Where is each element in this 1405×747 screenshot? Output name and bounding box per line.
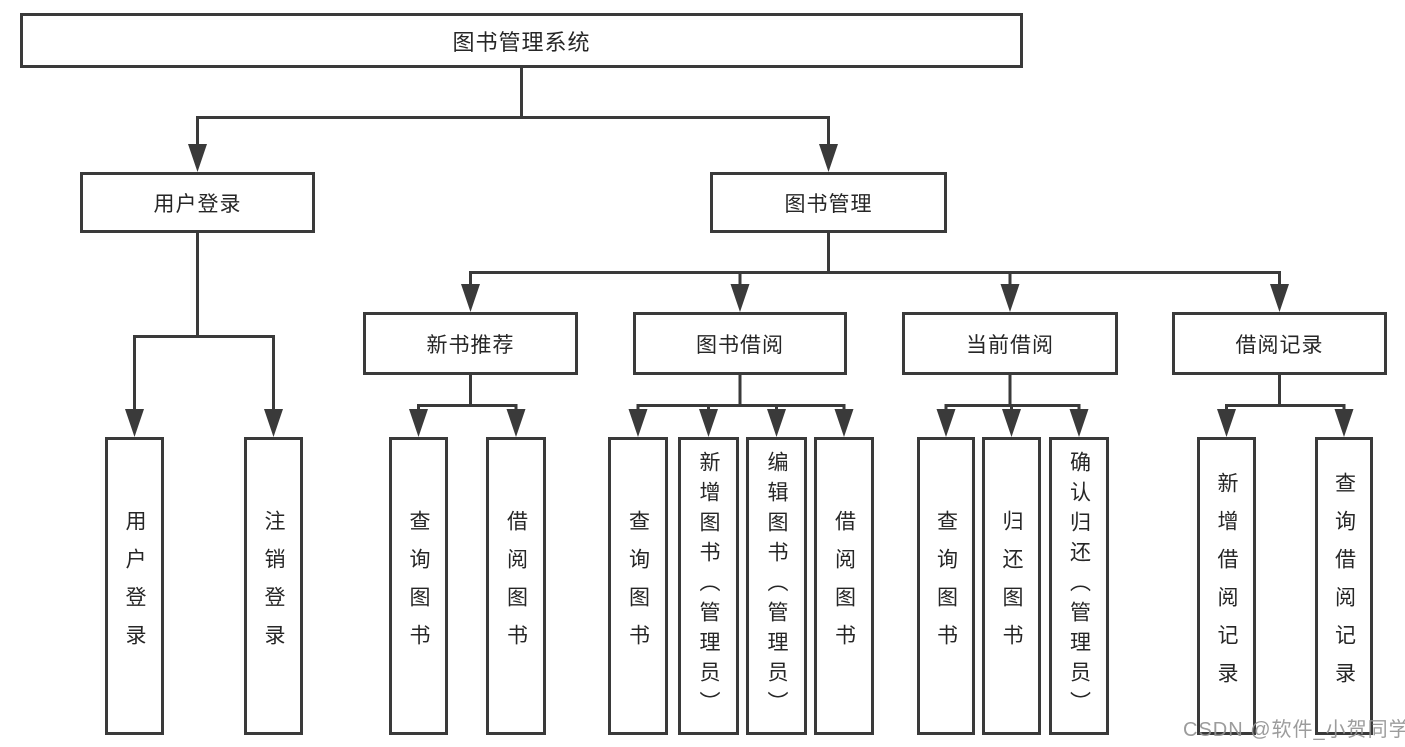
- leaf-edit-books-admin-label: 编辑图书（管理员）: [765, 451, 788, 721]
- node-book-management: 图书管理: [710, 172, 947, 233]
- connector-line: [469, 233, 1281, 286]
- leaf-query-books-label: 查询图书: [407, 510, 430, 662]
- leaf-borrow-books-label: 借阅图书: [504, 510, 528, 662]
- node-book-borrowing: 图书借阅: [633, 312, 847, 375]
- leaf-edit-books-admin: 编辑图书（管理员）: [746, 437, 807, 735]
- node-borrowing-records-label: 借阅记录: [1235, 333, 1324, 357]
- leaf-add-books-admin: 新增图书（管理员）: [678, 437, 739, 735]
- arrow-head: [409, 409, 526, 437]
- node-current-borrowing: 当前借阅: [902, 312, 1118, 375]
- leaf-confirm-return-admin: 确认归还（管理员）: [1049, 437, 1109, 735]
- node-new-book-recommendation: 新书推荐: [363, 312, 578, 375]
- leaf-return-books-label: 归还图书: [1000, 510, 1023, 662]
- arrow-head: [1217, 409, 1354, 437]
- node-book-management-label: 图书管理: [784, 192, 873, 216]
- leaf-query-borrow-record-label: 查询借阅记录: [1332, 472, 1356, 700]
- leaf-user-login-label: 用户登录: [123, 510, 146, 662]
- connector-line: [636, 375, 846, 411]
- leaf-query-books: 查询图书: [917, 437, 975, 735]
- connector-line: [133, 233, 275, 411]
- node-borrowing-records: 借阅记录: [1172, 312, 1387, 375]
- node-new-book-recommendation-label: 新书推荐: [426, 333, 515, 357]
- arrow-head: [628, 409, 854, 437]
- arrow-head: [461, 284, 1289, 312]
- leaf-borrow-books: 借阅图书: [486, 437, 546, 735]
- leaf-logout-label: 注销登录: [262, 510, 285, 662]
- leaf-add-borrow-record-label: 新增借阅记录: [1215, 472, 1238, 700]
- leaf-add-borrow-record: 新增借阅记录: [1197, 437, 1256, 735]
- leaf-query-books: 查询图书: [389, 437, 448, 735]
- connector-line: [196, 68, 830, 146]
- node-root: 图书管理系统: [20, 13, 1023, 68]
- leaf-logout: 注销登录: [244, 437, 303, 735]
- leaf-borrow-books-label: 借阅图书: [832, 510, 856, 662]
- connector-line: [944, 375, 1081, 411]
- arrow-head: [936, 409, 1089, 437]
- connector-line: [1225, 375, 1346, 411]
- leaf-query-books-label: 查询图书: [626, 510, 650, 662]
- leaf-return-books: 归还图书: [982, 437, 1041, 735]
- leaf-confirm-return-admin-label: 确认归还（管理员）: [1067, 451, 1091, 721]
- node-user-login: 用户登录: [80, 172, 315, 233]
- leaf-add-books-admin-label: 新增图书（管理员）: [697, 451, 720, 721]
- leaf-query-books: 查询图书: [608, 437, 668, 735]
- arrow-head: [188, 144, 838, 172]
- node-root-label: 图书管理系统: [452, 29, 591, 55]
- node-user-login-label: 用户登录: [153, 192, 242, 216]
- connector-line: [417, 375, 518, 411]
- node-current-borrowing-label: 当前借阅: [966, 333, 1054, 357]
- leaf-borrow-books: 借阅图书: [814, 437, 874, 735]
- leaf-query-books-label: 查询图书: [934, 510, 958, 662]
- node-book-borrowing-label: 图书借阅: [696, 333, 784, 357]
- arrow-head: [125, 409, 283, 437]
- watermark: CSDN @软件_小贺同学: [1183, 719, 1405, 741]
- leaf-user-login: 用户登录: [105, 437, 164, 735]
- leaf-query-borrow-record: 查询借阅记录: [1315, 437, 1373, 735]
